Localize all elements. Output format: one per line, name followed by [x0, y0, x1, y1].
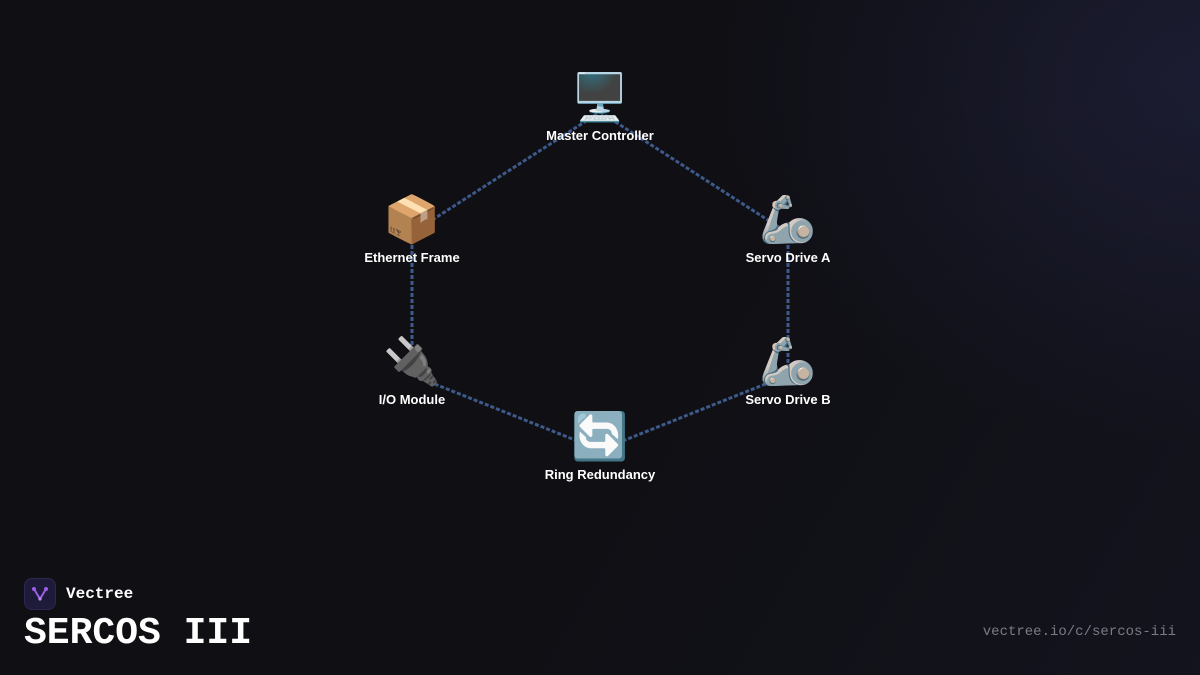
page-title: SERCOS III	[24, 612, 253, 655]
source-url: vectree.io/c/sercos-iii	[982, 624, 1176, 640]
node-io-module: 🔌 I/O Module	[332, 334, 492, 407]
link-ring-io	[411, 373, 601, 452]
brand: Vectree	[24, 577, 133, 611]
node-label: Servo Drive A	[745, 250, 831, 265]
node-label: Ethernet Frame	[364, 250, 460, 265]
node-master-controller: 🖥️ Master Controller	[520, 70, 680, 143]
counterclockwise-arrows-icon: 🔄	[571, 409, 629, 463]
node-label: Ring Redundancy	[544, 467, 656, 482]
node-label: Master Controller	[546, 128, 654, 143]
node-servo-drive-a: 🦾 Servo Drive A	[708, 192, 868, 265]
electric-plug-icon: 🔌	[383, 334, 441, 388]
mechanical-arm-icon: 🦾	[759, 192, 817, 246]
link-master-servo-a	[599, 110, 789, 235]
node-servo-drive-b: 🦾 Servo Drive B	[708, 334, 868, 407]
brand-name: Vectree	[66, 585, 134, 603]
package-icon: 📦	[383, 192, 441, 246]
link-frame-master	[411, 110, 601, 235]
node-label: I/O Module	[378, 392, 446, 407]
desktop-computer-icon: 🖥️	[571, 70, 629, 124]
node-ethernet-frame: 📦 Ethernet Frame	[332, 192, 492, 265]
node-ring-redundancy: 🔄 Ring Redundancy	[520, 409, 680, 482]
link-servo-b-ring	[599, 373, 789, 452]
vectree-logo-icon	[24, 578, 56, 610]
node-label: Servo Drive B	[745, 392, 831, 407]
mechanical-arm-icon: 🦾	[759, 334, 817, 388]
